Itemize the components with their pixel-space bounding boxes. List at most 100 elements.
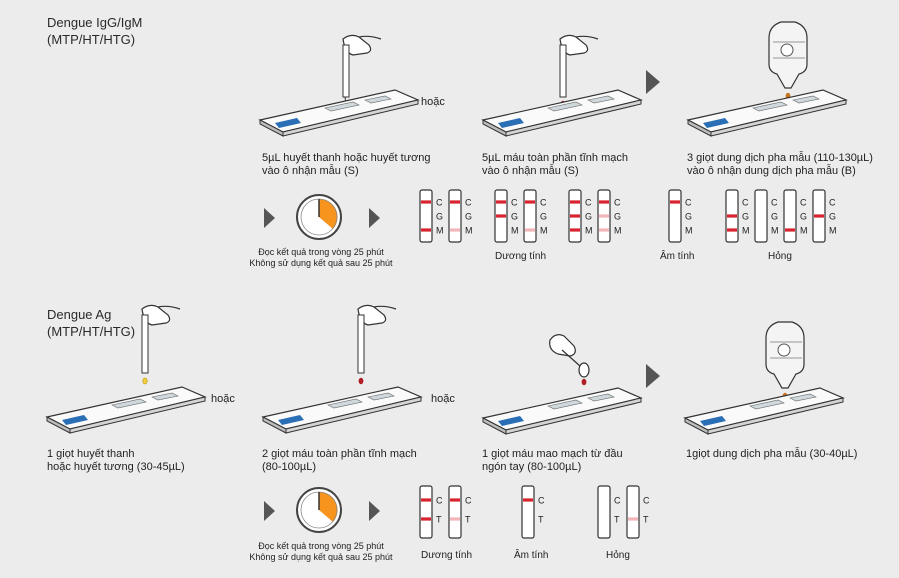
- test-line: [727, 228, 737, 232]
- strip-letter: T: [614, 515, 620, 525]
- finger-prick-icon: [549, 334, 590, 386]
- test-line: [421, 498, 431, 502]
- strip-letter: C: [465, 496, 472, 506]
- test-line: [421, 200, 431, 204]
- arrow-right-icon: [646, 70, 660, 94]
- test-line: [570, 214, 580, 218]
- result-strip: CT: [521, 485, 545, 539]
- strip-letter: G: [829, 212, 836, 222]
- section1-title: Dengue IgG/IgM (MTP/HT/HTG): [47, 15, 143, 47]
- test-device-whole-blood: [481, 34, 643, 137]
- arrow-right-icon: [264, 208, 275, 228]
- strip-letter: C: [436, 496, 443, 506]
- strip-letter: M: [511, 226, 519, 236]
- test-device-serum-ag: [45, 304, 207, 434]
- test-line: [496, 214, 506, 218]
- result-strip: CGM: [597, 189, 622, 243]
- test-line: [670, 200, 680, 204]
- positive-label-ag: Dương tính: [421, 550, 473, 561]
- cassette: [481, 89, 643, 137]
- strip-letter: C: [538, 496, 545, 506]
- strip-letter: C: [643, 496, 650, 506]
- result-strip: CT: [597, 485, 621, 539]
- strip-letter: C: [800, 198, 807, 208]
- test-device-whole-blood-ag: [261, 304, 423, 434]
- strip-letter: G: [585, 212, 592, 222]
- step2-caption: 5µL máu toàn phần tĩnh mạch vào ô nhận m…: [482, 152, 628, 177]
- dropper-hand-icon: [357, 304, 397, 385]
- positive-label: Dương tính: [495, 251, 547, 262]
- dropper-hand-icon: [141, 304, 181, 385]
- test-line: [727, 214, 737, 218]
- result-strip: CT: [419, 485, 443, 539]
- strip-letter: M: [685, 226, 693, 236]
- cassette: [45, 386, 207, 434]
- test-line: [450, 517, 460, 521]
- strip-letter: M: [465, 226, 473, 236]
- test-line: [814, 214, 824, 218]
- strip-letter: G: [771, 212, 778, 222]
- or-label: hoặc: [431, 393, 455, 405]
- test-line: [599, 214, 609, 218]
- strip-letter: M: [829, 226, 837, 236]
- cassette: [261, 386, 423, 434]
- test-line: [525, 200, 535, 204]
- result-strip: CGM: [668, 189, 693, 243]
- strip-letter: C: [540, 198, 547, 208]
- strip-letter: M: [800, 226, 808, 236]
- timer-icon: [296, 487, 342, 533]
- result-strip: CT: [448, 485, 472, 539]
- negative-label-ag: Âm tính: [514, 550, 549, 561]
- strip-letter: G: [685, 212, 692, 222]
- diluent-bottle-icon: [768, 21, 808, 100]
- arrow-right-icon: [369, 208, 380, 228]
- diluent-bottle-icon: [765, 321, 805, 400]
- invalid-label: Hỏng: [768, 251, 792, 262]
- section2-title: Dengue Ag (MTP/HT/HTG): [47, 307, 136, 339]
- test-device-diluent: [686, 21, 848, 137]
- step3-caption-ag: 1 giọt máu mao mạch từ đầu ngón tay (80-…: [482, 448, 623, 473]
- step4-caption-ag: 1giọt dung dịch pha mẫu (30-40µL): [686, 448, 858, 460]
- strip-letter: T: [538, 515, 544, 525]
- test-line: [628, 517, 638, 521]
- cassette: [686, 89, 848, 137]
- result-strip: CGM: [419, 189, 444, 243]
- step1-caption: 5µL huyết thanh hoặc huyết tương vào ô n…: [262, 152, 431, 177]
- strip-letter: M: [771, 226, 779, 236]
- strip-letter: G: [614, 212, 621, 222]
- strip-letter: C: [771, 198, 778, 208]
- timer-caption-ag: Đọc kết quả trong vòng 25 phút Không sử …: [249, 541, 393, 562]
- test-device-diluent-ag: [683, 321, 845, 435]
- strip-letter: G: [540, 212, 547, 222]
- strip-letter: G: [511, 212, 518, 222]
- strip-letter: C: [585, 198, 592, 208]
- result-strip: CGM: [568, 189, 593, 243]
- strip-letter: C: [465, 198, 472, 208]
- strip-letter: M: [436, 226, 444, 236]
- result-strip: CGM: [523, 189, 548, 243]
- strip-letter: M: [614, 226, 622, 236]
- test-line: [496, 200, 506, 204]
- test-line: [421, 517, 431, 521]
- strip-letter: C: [742, 198, 749, 208]
- test-line: [421, 228, 431, 232]
- strip-letter: C: [436, 198, 443, 208]
- test-line: [525, 228, 535, 232]
- dropper-hand-icon: [342, 34, 382, 108]
- step3-caption: 3 giọt dung dịch pha mẫu (110-130µL) vào…: [687, 152, 873, 177]
- strip-letter: M: [585, 226, 593, 236]
- test-line: [523, 498, 533, 502]
- or-label: hoặc: [421, 96, 445, 108]
- result-strip: CGM: [494, 189, 519, 243]
- or-label: hoặc: [211, 393, 235, 405]
- strip-letter: C: [614, 198, 621, 208]
- invalid-label-ag: Hỏng: [606, 550, 630, 561]
- strip-letter: M: [742, 226, 750, 236]
- strip-letter: M: [540, 226, 548, 236]
- strip-letter: T: [436, 515, 442, 525]
- test-line: [599, 200, 609, 204]
- result-strip: CGM: [783, 189, 808, 243]
- test-line: [570, 200, 580, 204]
- test-line: [450, 200, 460, 204]
